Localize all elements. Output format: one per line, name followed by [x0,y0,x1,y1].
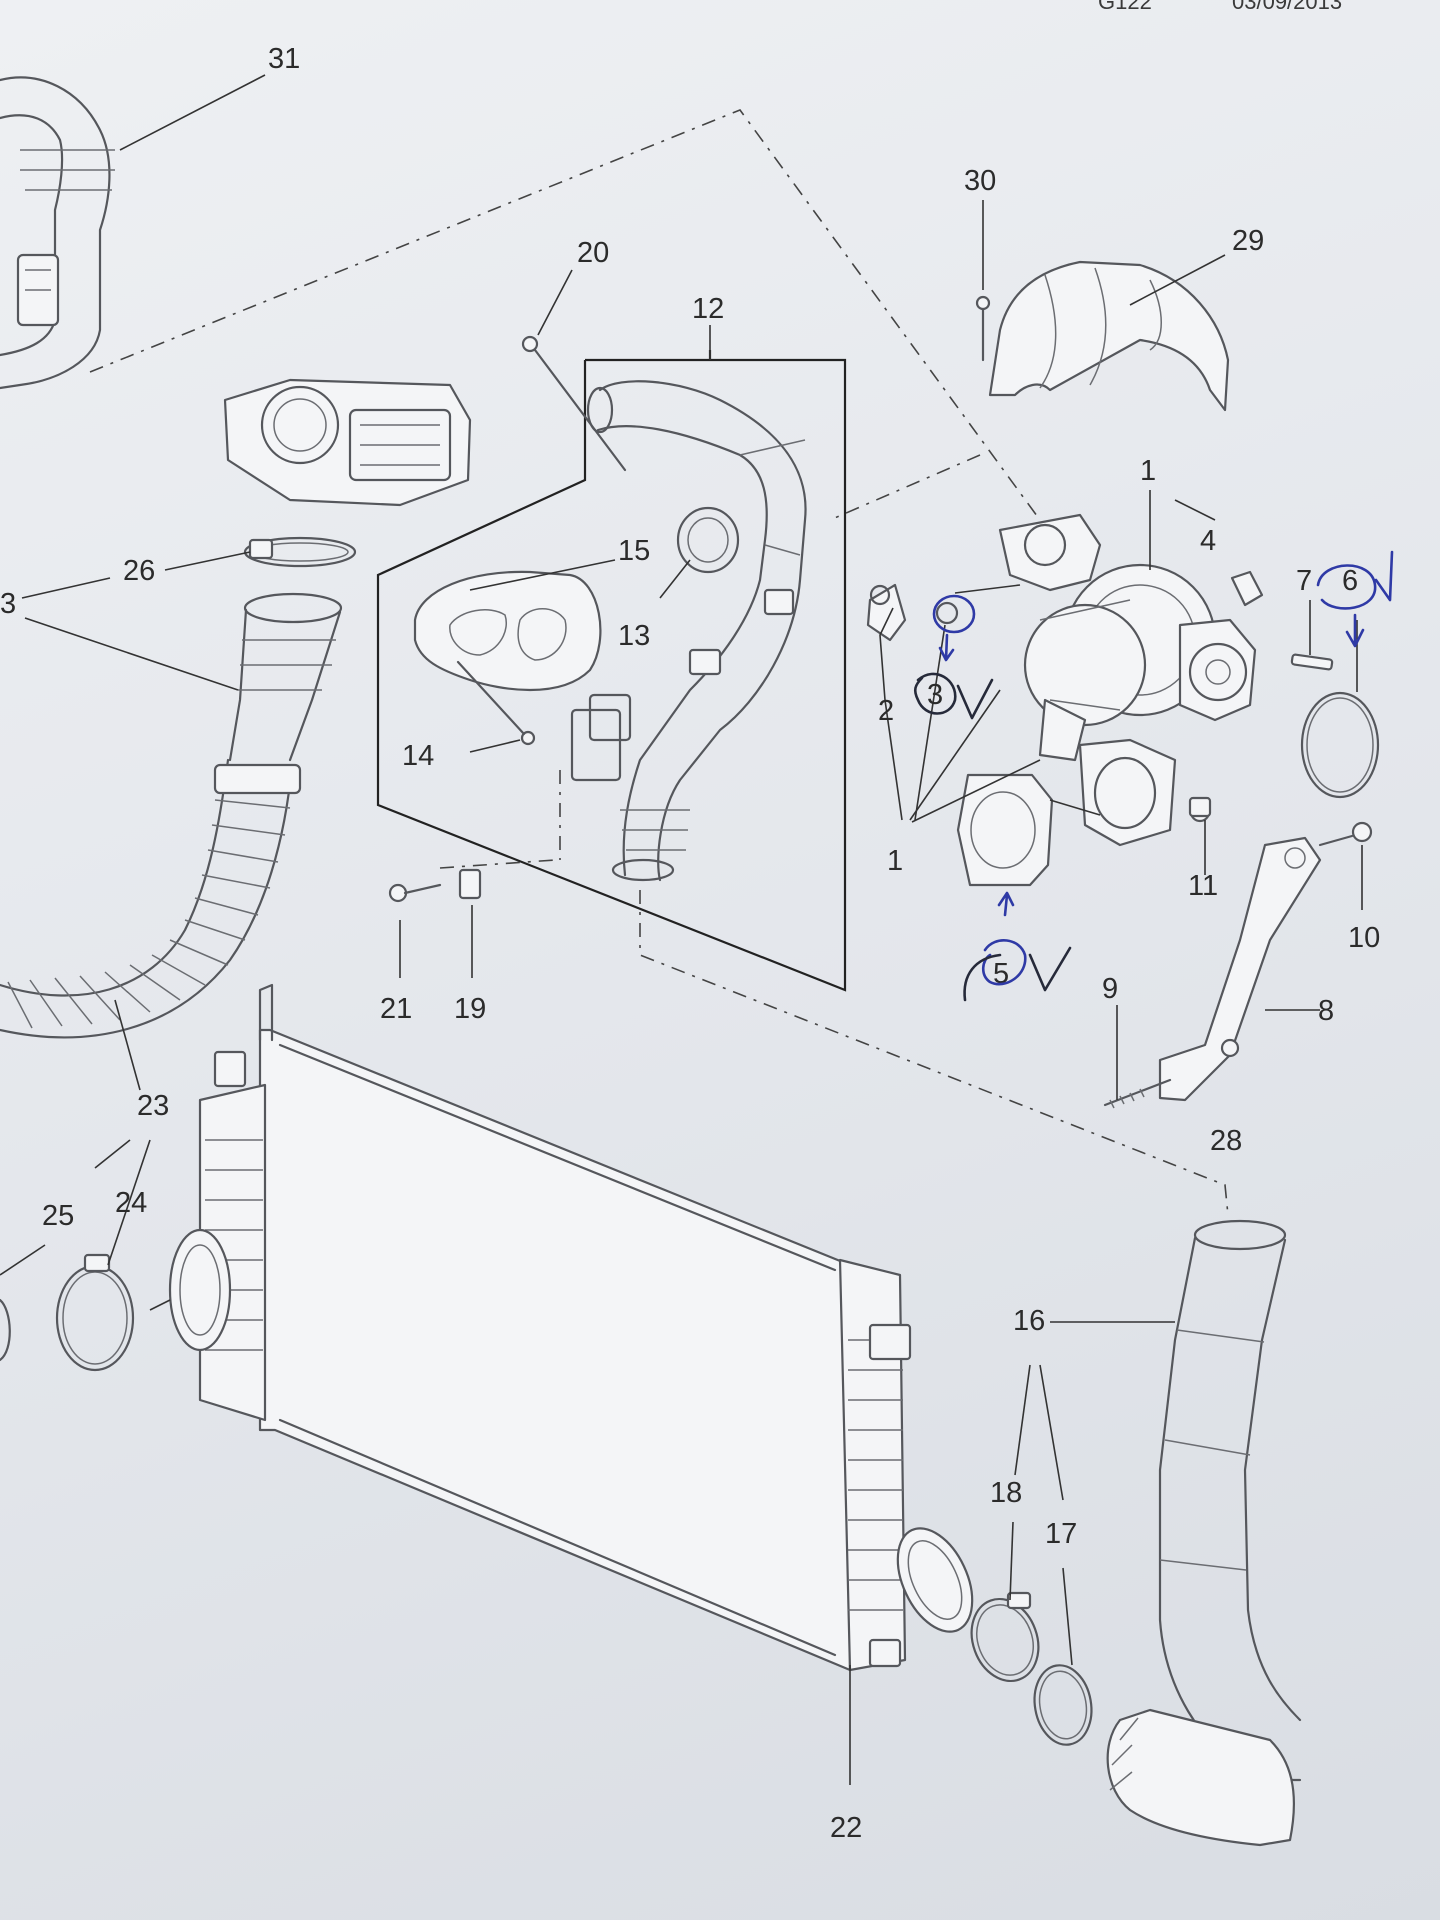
callout-1-top: 1 [1140,455,1156,487]
gasket-13 [676,506,740,574]
clamp-18 [970,1591,1040,1683]
callout-14: 14 [402,740,434,772]
hose-23 [0,592,343,1039]
ink-arrow-5 [997,891,1015,917]
ink-circle-label-5 [981,939,1027,986]
callout-17: 17 [1045,1518,1077,1550]
intercooler-22 [168,983,974,1672]
heat-shield-29 [988,260,1230,412]
bolt-bracket-lower [1220,1038,1240,1058]
routing-lines [89,109,1229,1216]
clamp-24 [55,1253,135,1372]
fitting-2 [866,583,907,642]
callout-6: 6 [1342,565,1358,597]
clamp-25 [0,1298,11,1362]
bolt-10 [1318,821,1373,847]
sheet-code: G122 [1098,0,1152,14]
callout-26: 26 [123,555,155,587]
leader-lines [0,74,1363,1785]
callout-23: 23 [137,1090,169,1122]
pipe-31 [0,76,115,390]
callout-11: 11 [1188,870,1218,902]
ink-check-6 [1374,550,1394,602]
pipe-16 [1106,1219,1302,1847]
stud-9 [1103,1078,1172,1109]
handwritten-annotations [913,550,1394,1002]
heat-shield-15 [413,570,602,692]
ink-arrow-6 [1345,613,1365,648]
callout-21: 21 [380,993,412,1025]
throttle-body [223,378,472,507]
callout-31: 31 [268,43,300,75]
callout-12: 12 [692,293,724,325]
callout-19: 19 [454,993,486,1025]
hose-23-corrugations [7,799,291,1029]
ink-stroke-5 [963,953,1002,1002]
stud-7 [1290,653,1334,671]
callout-29: 29 [1232,225,1264,257]
callout-24: 24 [115,1187,147,1219]
callout-18: 18 [990,1477,1022,1509]
callout-1-bottom: 1 [887,845,903,877]
callout-3: 3 [927,679,943,711]
ink-circle-washer-3 [932,594,976,634]
pipe-12 [586,380,807,882]
callout-8: 8 [1318,995,1334,1027]
callout-15: 15 [618,535,650,567]
ink-check-5 [1028,946,1072,992]
ink-circle-label-6 [1316,564,1377,610]
ink-arrow-3 [938,633,955,662]
callout-30: 30 [964,165,996,197]
callout-22: 22 [830,1812,862,1844]
bolts [388,295,991,903]
gasket-5 [956,773,1054,887]
callout-16: 16 [1013,1305,1045,1337]
turbocharger-1 [998,513,1257,847]
callout-28: 28 [1210,1125,1242,1157]
bracket-8 [1158,836,1322,1102]
washer-3 [935,601,959,625]
callout-25: 25 [42,1200,74,1232]
callout-9: 9 [1102,973,1118,1005]
callout-5: 5 [993,958,1009,990]
callout-7: 7 [1296,565,1312,597]
callout-3-edge: 3 [0,588,16,620]
callout-13: 13 [618,620,650,652]
clip-4 [1230,570,1264,607]
gasket-6 [1300,691,1380,799]
callout-2: 2 [878,695,894,727]
ink-circle-label-3 [913,672,957,715]
callout-20: 20 [577,237,609,269]
sheet-date: 03/09/2013 [1232,0,1342,14]
callout-labels: 31 20 12 15 13 14 26 3 21 19 30 29 1 4 7… [0,43,1380,1844]
ink-check-3 [956,678,994,720]
callout-4: 4 [1200,525,1216,557]
clamp-26 [243,536,357,568]
callout-10: 10 [1348,922,1380,954]
nut-11 [1188,796,1212,818]
ring-17 [1033,1664,1093,1746]
